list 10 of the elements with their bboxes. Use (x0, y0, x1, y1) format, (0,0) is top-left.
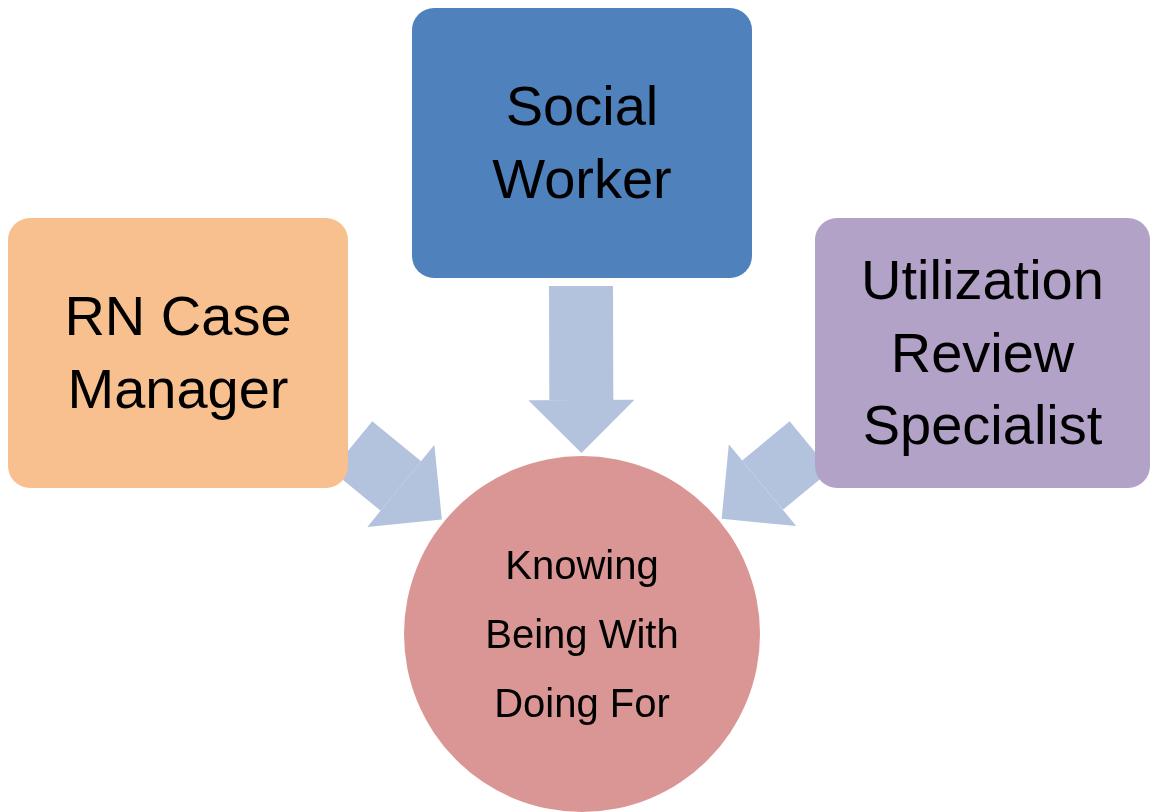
role-label: RN Case Manager (63, 283, 293, 422)
role-box (412, 8, 752, 278)
block-arrow (528, 285, 635, 453)
role-label: Utilization Review Specialist (860, 246, 1105, 459)
circle-text: Knowing (505, 542, 659, 588)
circle-text: Being With (485, 611, 679, 657)
role-box (815, 218, 1150, 488)
circle-text: Doing For (494, 680, 670, 726)
role-label: Social Worker (491, 73, 673, 212)
role-box (8, 218, 348, 488)
